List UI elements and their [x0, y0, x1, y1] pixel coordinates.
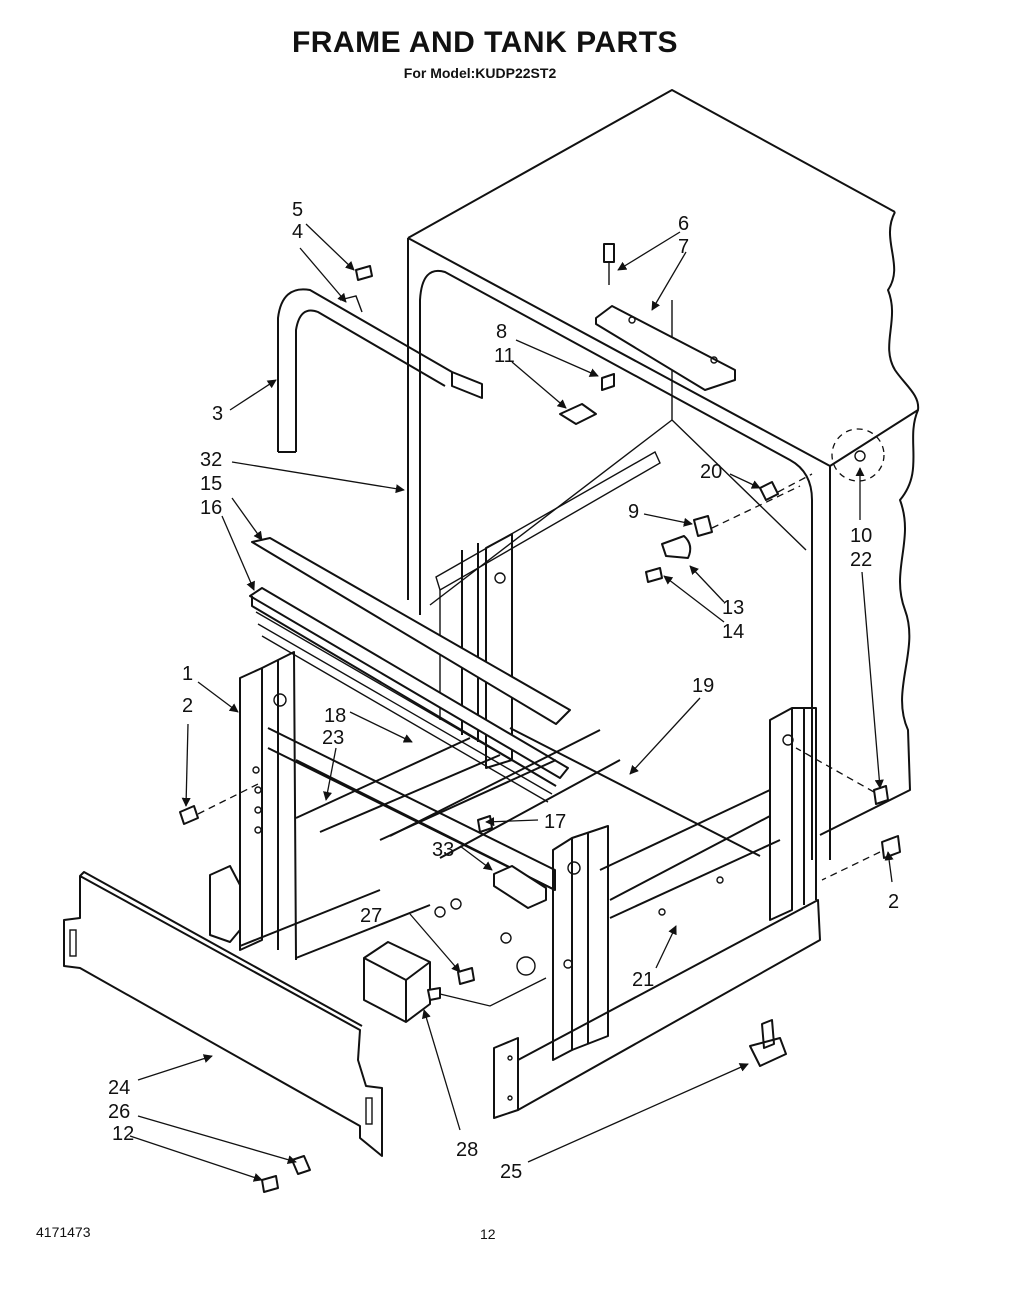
callout-4: 4: [292, 221, 303, 243]
callout-23: 23: [322, 727, 344, 749]
callout-33: 33: [432, 839, 454, 861]
document-number: 4171473: [36, 1224, 91, 1240]
leader-lines: [129, 223, 894, 1182]
side-rail: [277, 288, 483, 453]
callout-27: 27: [360, 905, 382, 927]
callout-21: 21: [632, 969, 654, 991]
callout-26: 26: [108, 1101, 130, 1123]
right-front-upright: [552, 707, 817, 1061]
page-title: FRAME AND TANK PARTS: [291, 26, 679, 59]
callout-14: 14: [722, 621, 744, 643]
access-panel: [63, 871, 383, 1157]
callout-3: 3: [212, 403, 223, 425]
callout-18: 18: [324, 705, 346, 727]
callout-13: 13: [722, 597, 744, 619]
callout-7: 7: [678, 236, 689, 258]
callout-24: 24: [108, 1077, 130, 1099]
callout-25: 25: [500, 1161, 522, 1183]
small-parts: [179, 747, 901, 1193]
callout-19: 19: [692, 675, 714, 697]
callout-9: 9: [628, 501, 639, 523]
callout-12: 12: [112, 1123, 134, 1145]
callout-8: 8: [496, 321, 507, 343]
callout-10: 10: [850, 525, 872, 547]
callout-5: 5: [292, 199, 303, 221]
callout-6: 6: [678, 213, 689, 235]
callout-22: 22: [850, 549, 872, 571]
callout-32: 32: [200, 449, 222, 471]
left-frame-side: [209, 651, 297, 961]
top-fasteners: [355, 243, 885, 583]
callout-15: 15: [200, 473, 222, 495]
callout-labels: 1 2 2 3 4 5 6 7 8 9 10 11 12 13 14 15 16…: [108, 199, 899, 1183]
callout-16: 16: [200, 497, 222, 519]
callout-1: 1: [182, 663, 193, 685]
electrical-box: [363, 941, 547, 1023]
callout-28: 28: [456, 1139, 478, 1161]
callout-2-right: 2: [888, 891, 899, 913]
front-rails: [249, 537, 571, 803]
callout-2-left: 2: [182, 695, 193, 717]
page-number: 12: [480, 1226, 496, 1242]
callout-17: 17: [544, 811, 566, 833]
base-frame: [239, 727, 781, 976]
callout-20: 20: [700, 461, 722, 483]
model-subtitle: For Model:KUDP22ST2: [403, 65, 557, 81]
toe-kick: [493, 899, 821, 1119]
callout-11: 11: [494, 345, 515, 367]
